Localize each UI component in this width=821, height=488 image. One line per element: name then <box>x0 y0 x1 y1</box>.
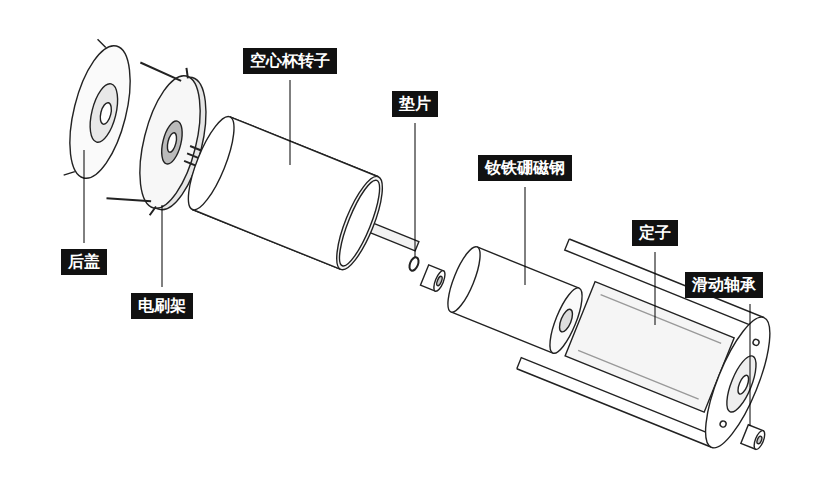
part-label: 后盖 <box>61 249 107 275</box>
leader-lines <box>84 80 750 426</box>
part-label: 滑动轴承 <box>685 272 763 298</box>
part-label: 空心杯转子 <box>243 48 337 74</box>
part-label: 垫片 <box>392 91 438 117</box>
part-label: 钕铁硼磁钢 <box>478 155 572 181</box>
part-label: 定子 <box>632 220 678 246</box>
part-label: 电刷架 <box>131 293 193 319</box>
